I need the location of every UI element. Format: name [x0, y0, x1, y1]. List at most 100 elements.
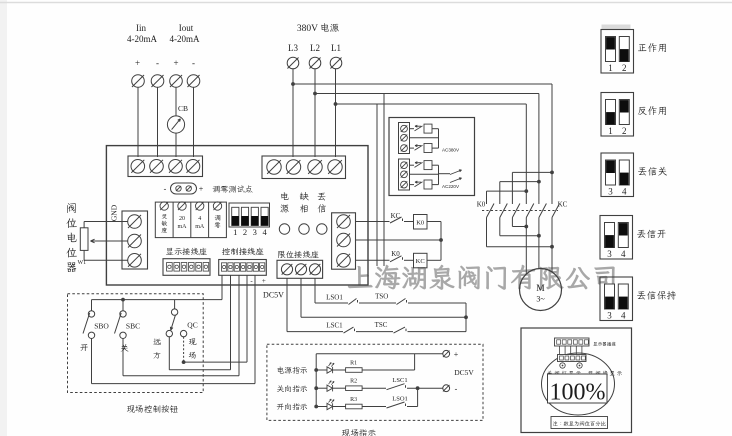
svg-text:控制接线座: 控制接线座: [222, 247, 265, 257]
svg-text:1: 1: [233, 227, 237, 237]
svg-text:KC: KC: [391, 212, 401, 220]
svg-text:阀: 阀: [66, 203, 77, 215]
svg-text:显示器插座: 显示器插座: [593, 341, 616, 347]
svg-text:GND: GND: [110, 204, 119, 221]
svg-text:+: +: [135, 58, 140, 68]
svg-text:调零测试点: 调零测试点: [212, 185, 253, 194]
svg-text:3~: 3~: [536, 295, 545, 304]
svg-text:关: 关: [120, 343, 129, 353]
svg-text:QC: QC: [187, 321, 197, 330]
svg-text:方: 方: [153, 351, 161, 360]
svg-text:显示接线座: 显示接线座: [166, 248, 208, 257]
svg-text:调: 调: [214, 215, 221, 222]
svg-text:-: -: [156, 58, 159, 68]
svg-text:位: 位: [66, 247, 77, 259]
svg-text:+: +: [262, 277, 266, 285]
svg-text:20: 20: [179, 216, 185, 222]
svg-text:丢信开: 丢信开: [637, 229, 667, 240]
svg-text:100%: 100%: [550, 380, 606, 406]
svg-text:4: 4: [621, 249, 626, 259]
svg-text:TSO: TSO: [375, 293, 388, 301]
svg-text:丢信保持: 丢信保持: [637, 291, 677, 302]
svg-text:注：数显为阀位百分比: 注：数显为阀位百分比: [553, 421, 607, 428]
svg-text:器: 器: [66, 262, 77, 274]
svg-text:相: 相: [299, 204, 308, 214]
svg-text:W1: W1: [78, 260, 87, 266]
svg-text:K0: K0: [477, 201, 486, 209]
svg-text:+: +: [454, 350, 459, 359]
svg-text:2: 2: [622, 126, 627, 136]
svg-text:正作用: 正作用: [638, 43, 668, 54]
svg-text:敏: 敏: [161, 221, 168, 228]
svg-text:R3: R3: [350, 397, 357, 403]
svg-text:DC5V: DC5V: [454, 368, 474, 377]
svg-text:LSC1: LSC1: [392, 377, 407, 384]
svg-text:Iout: Iout: [179, 23, 194, 33]
svg-text:-: -: [455, 385, 458, 394]
svg-text:3: 3: [608, 187, 613, 197]
svg-text:380V 电源: 380V 电源: [297, 23, 340, 34]
svg-text:零: 零: [214, 222, 221, 230]
svg-text:场: 场: [189, 351, 197, 360]
svg-text:K0: K0: [416, 220, 424, 227]
svg-text:mA: mA: [178, 224, 188, 230]
svg-text:TSC: TSC: [375, 321, 388, 329]
svg-text:3: 3: [253, 227, 257, 237]
svg-text:1: 1: [608, 126, 613, 136]
svg-text:4: 4: [621, 311, 626, 321]
svg-text:AC380V: AC380V: [442, 148, 460, 153]
svg-text:现: 现: [189, 338, 197, 347]
svg-text:+: +: [173, 58, 178, 68]
svg-text:DC5V: DC5V: [263, 291, 284, 300]
svg-text:现场控制按钮: 现场控制按钮: [127, 404, 179, 414]
svg-text:开: 开: [80, 343, 89, 353]
svg-text:mA: mA: [195, 224, 205, 230]
svg-text:R2: R2: [350, 379, 357, 385]
svg-text:现场指示: 现场指示: [341, 428, 376, 436]
svg-text:M: M: [536, 284, 545, 294]
svg-text:关向指示: 关向指示: [276, 384, 307, 393]
svg-text:4: 4: [198, 216, 201, 222]
svg-text:Iin: Iin: [136, 23, 146, 33]
svg-text:丢信关: 丢信关: [638, 167, 668, 178]
svg-text:LSO1: LSO1: [326, 294, 343, 302]
svg-text:4: 4: [262, 227, 267, 237]
svg-text:电: 电: [66, 232, 77, 245]
svg-text:信: 信: [317, 204, 326, 214]
svg-text:远: 远: [152, 338, 161, 347]
svg-text:4-20mA: 4-20mA: [170, 34, 200, 44]
svg-text:1: 1: [608, 63, 613, 73]
svg-text:LSO1: LSO1: [392, 396, 408, 403]
svg-text:电: 电: [280, 192, 289, 202]
svg-text:-: -: [164, 185, 167, 194]
svg-text:4: 4: [622, 187, 627, 197]
svg-text:CB: CB: [178, 104, 188, 113]
svg-text:SBO: SBO: [94, 322, 109, 331]
svg-text:灵: 灵: [161, 214, 168, 221]
svg-text:L1: L1: [331, 43, 341, 53]
svg-text:度: 度: [161, 228, 167, 235]
svg-text:L2: L2: [310, 43, 320, 53]
svg-text:电源指示: 电源指示: [276, 366, 307, 375]
svg-text:缺: 缺: [299, 192, 309, 202]
svg-text:3: 3: [607, 311, 612, 321]
svg-text:R1: R1: [350, 361, 357, 367]
svg-text:源: 源: [280, 204, 289, 214]
svg-text:+: +: [199, 185, 204, 194]
svg-text:限位接线座: 限位接线座: [278, 250, 320, 259]
svg-text:位: 位: [66, 218, 77, 230]
svg-text:4-20mA: 4-20mA: [127, 34, 157, 44]
svg-text:开向指示: 开向指示: [276, 403, 307, 412]
svg-text:丢: 丢: [317, 192, 326, 202]
svg-text:反作用: 反作用: [638, 106, 668, 117]
svg-text:AC220V: AC220V: [442, 184, 460, 189]
svg-text:-: -: [192, 58, 195, 68]
svg-text:2: 2: [622, 63, 627, 73]
svg-text:L3: L3: [288, 43, 298, 53]
svg-text:3: 3: [607, 249, 612, 259]
svg-text:K0: K0: [391, 250, 400, 258]
svg-text:上海湖泉阀门有限公司: 上海湖泉阀门有限公司: [347, 263, 619, 293]
svg-text:KC: KC: [416, 258, 425, 265]
svg-text:2: 2: [243, 227, 247, 237]
svg-text:SBC: SBC: [126, 322, 140, 331]
